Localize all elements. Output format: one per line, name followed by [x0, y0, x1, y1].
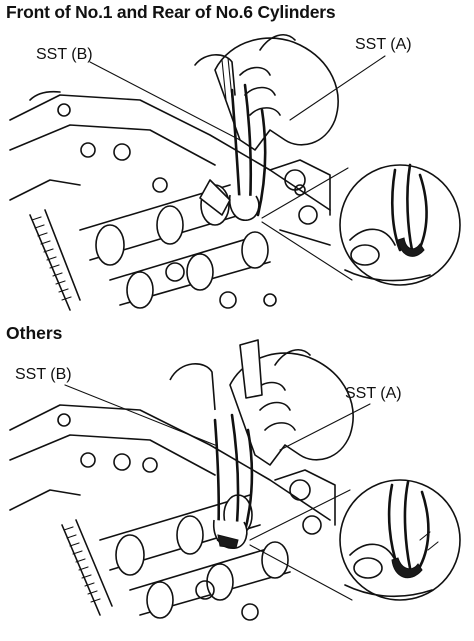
- top-hand-and-tool: [194, 34, 339, 221]
- top-cam-sprocket: [29, 209, 81, 311]
- bottom-leader-sst-b: [64, 384, 216, 446]
- bottom-label-sst-b: SST (B): [15, 366, 72, 383]
- bottom-leader-sst-a: [279, 403, 371, 451]
- top-leader-sst-a: [289, 55, 386, 121]
- top-label-sst-b: SST (B): [36, 46, 93, 63]
- bottom-label-sst-a: SST (A): [345, 385, 402, 402]
- bottom-engine-head-drawing: [9, 404, 336, 621]
- bottom-cam-sprocket: [61, 519, 113, 616]
- top-section-heading: Front of No.1 and Rear of No.6 Cylinders: [6, 2, 336, 22]
- top-detail-inset: [261, 163, 461, 286]
- top-label-sst-a: SST (A): [355, 36, 412, 53]
- bottom-camshaft: [99, 494, 291, 621]
- bottom-section-heading: Others: [6, 323, 63, 343]
- bottom-hand-and-tool: [169, 339, 354, 549]
- bottom-detail-inset: [249, 479, 461, 601]
- top-leader-sst-b: [89, 61, 241, 141]
